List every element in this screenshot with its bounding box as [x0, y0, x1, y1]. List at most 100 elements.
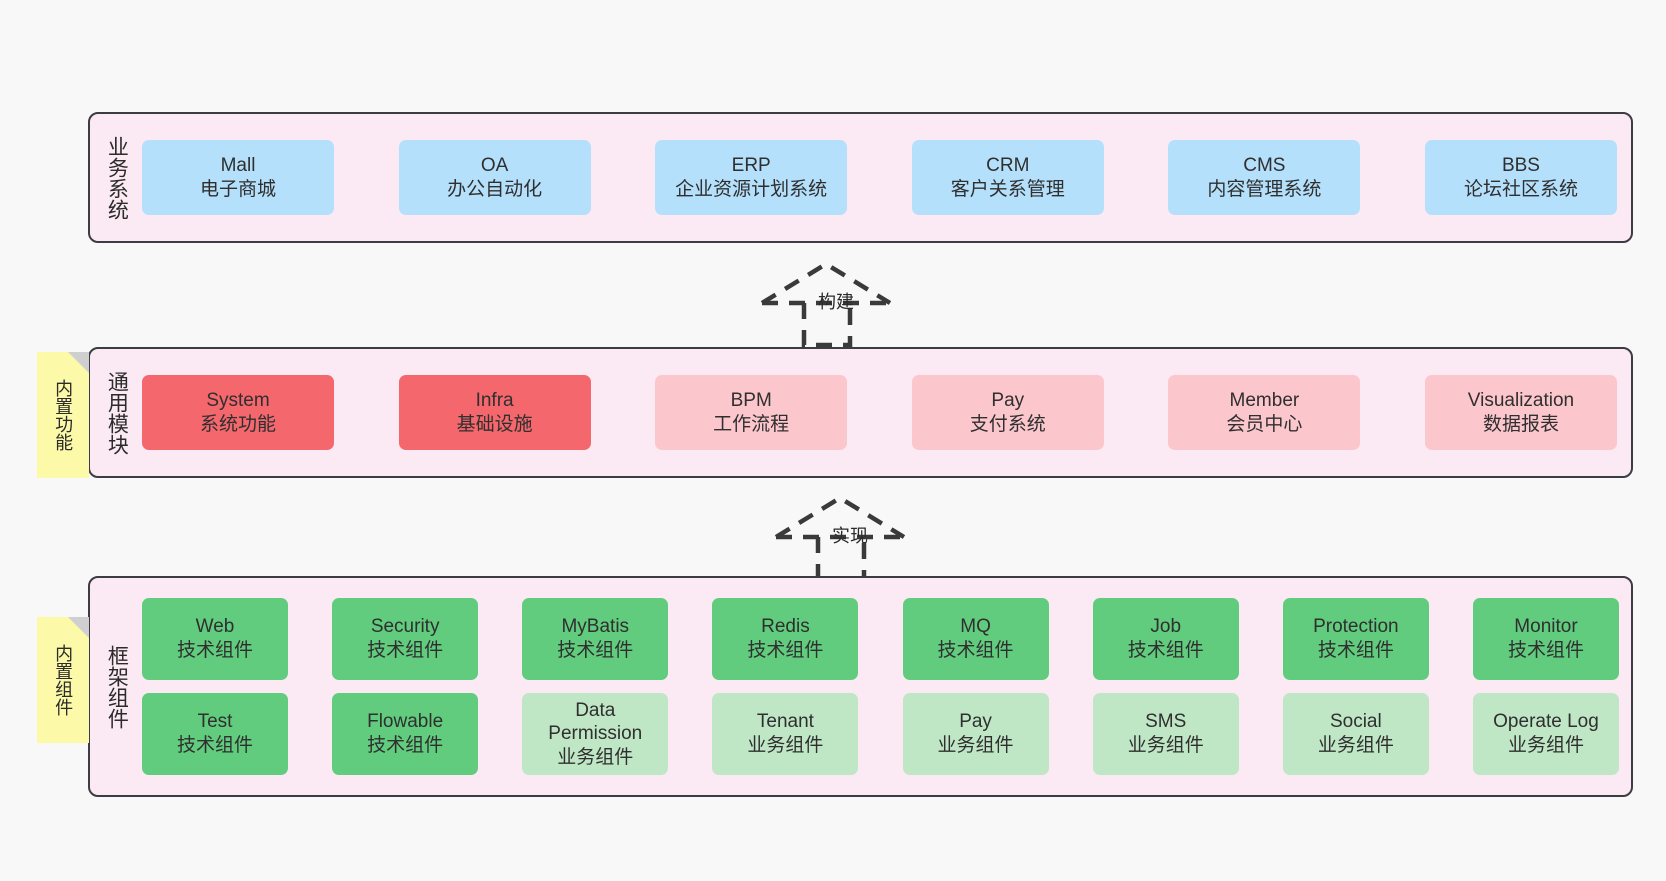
node-subtitle: 内容管理系统	[1207, 178, 1322, 200]
node-subtitle: 技术组件	[367, 735, 444, 756]
node-system[interactable]: System 系统功能	[142, 375, 334, 450]
generalization-arrow-icon	[760, 261, 892, 348]
node-title: Infra	[475, 389, 514, 411]
node-title: CRM	[986, 154, 1030, 176]
node-title: Protection	[1313, 616, 1399, 638]
node-title: Data Permission	[548, 699, 643, 745]
node-title: Web	[195, 616, 235, 638]
node-title: Redis	[761, 616, 810, 638]
node-subtitle: 业务组件	[747, 735, 824, 756]
node-subtitle: 技术组件	[937, 640, 1014, 661]
node-subtitle: 技术组件	[747, 640, 824, 661]
layer-framework-components[interactable]: 框架组件 Web 技术组件 Security 技术组件 MyBatis 技术组件…	[88, 576, 1633, 797]
node-title: ERP	[731, 154, 771, 176]
node-subtitle: 论坛社区系统	[1463, 178, 1578, 200]
page-fold-icon	[68, 617, 89, 638]
node-operate-log[interactable]: Operate Log 业务组件	[1472, 693, 1619, 775]
sticky-note-builtin-function[interactable]: 内置功能	[37, 352, 89, 478]
node-subtitle: 技术组件	[367, 640, 444, 661]
node-web[interactable]: Web 技术组件	[142, 598, 288, 680]
node-cms[interactable]: CMS 内容管理系统	[1168, 140, 1361, 215]
node-mybatis[interactable]: MyBatis 技术组件	[522, 598, 669, 680]
node-infra[interactable]: Infra 基础设施	[398, 375, 591, 450]
node-title: Member	[1229, 389, 1300, 411]
layer-body-framework: Web 技术组件 Security 技术组件 MyBatis 技术组件 Redi…	[142, 578, 1631, 795]
node-subtitle: 客户关系管理	[950, 178, 1065, 200]
layer-row: Mall 电子商城 OA 办公自动化 ERP 企业资源计划系统 CRM 客户关系…	[142, 140, 1617, 215]
connector-implement: 实现	[772, 492, 922, 582]
node-subtitle: 数据报表	[1482, 413, 1559, 435]
node-title: Pay	[991, 389, 1025, 411]
layer-label-business: 业务系统	[105, 135, 129, 220]
connector-implement-label: 实现	[832, 526, 868, 546]
node-title: Tenant	[756, 711, 814, 733]
node-flowable[interactable]: Flowable 技术组件	[332, 693, 479, 775]
node-sms[interactable]: SMS 业务组件	[1092, 693, 1239, 775]
node-tenant[interactable]: Tenant 业务组件	[712, 693, 859, 775]
node-subtitle: 系统功能	[199, 413, 276, 435]
node-subtitle: 会员中心	[1226, 413, 1303, 435]
node-test[interactable]: Test 技术组件	[142, 693, 288, 775]
layer-row: Web 技术组件 Security 技术组件 MyBatis 技术组件 Redi…	[142, 598, 1619, 680]
node-title: Test	[197, 711, 233, 733]
node-subtitle: 业务组件	[937, 735, 1014, 756]
node-title: System	[206, 389, 270, 411]
node-subtitle: 业务组件	[557, 746, 634, 768]
node-title: MyBatis	[561, 616, 630, 638]
node-redis[interactable]: Redis 技术组件	[712, 598, 859, 680]
node-subtitle: 业务组件	[1317, 735, 1394, 756]
node-data-permission[interactable]: Data Permission 业务组件	[522, 693, 669, 775]
connector-build: 构建	[758, 258, 908, 348]
node-subtitle: 办公自动化	[447, 178, 543, 200]
node-title: SMS	[1145, 711, 1187, 733]
layer-row: System 系统功能 Infra 基础设施 BPM 工作流程 Pay 支付系统…	[142, 375, 1617, 450]
node-title: Security	[370, 616, 440, 638]
node-title: Monitor	[1514, 616, 1578, 638]
layer-row: Test 技术组件 Flowable 技术组件 Data Permission …	[142, 693, 1619, 775]
node-subtitle: 技术组件	[557, 640, 634, 661]
node-bpm[interactable]: BPM 工作流程	[655, 375, 848, 450]
sticky-note-builtin-component[interactable]: 内置组件	[37, 617, 89, 743]
node-subtitle: 业务组件	[1127, 735, 1204, 756]
node-title: BPM	[730, 389, 772, 411]
node-subtitle: 基础设施	[456, 413, 533, 435]
node-title: Social	[1329, 711, 1382, 733]
node-erp[interactable]: ERP 企业资源计划系统	[655, 140, 848, 215]
node-subtitle: 技术组件	[1127, 640, 1204, 661]
node-subtitle: 技术组件	[1317, 640, 1394, 661]
layer-label-common: 通用模块	[105, 370, 129, 455]
node-social[interactable]: Social 业务组件	[1282, 693, 1429, 775]
node-member[interactable]: Member 会员中心	[1168, 375, 1361, 450]
node-title: MQ	[960, 616, 991, 638]
node-title: Mall	[220, 154, 256, 176]
layer-business-systems[interactable]: 业务系统 Mall 电子商城 OA 办公自动化 ERP 企业资源计划系统 CRM…	[88, 112, 1633, 243]
node-title: Pay	[959, 711, 992, 733]
node-title: CMS	[1243, 154, 1286, 176]
node-pay-component[interactable]: Pay 业务组件	[902, 693, 1049, 775]
node-security[interactable]: Security 技术组件	[332, 598, 479, 680]
node-subtitle: 企业资源计划系统	[675, 178, 828, 200]
node-title: OA	[480, 154, 509, 176]
node-title: Flowable	[367, 711, 444, 733]
node-protection[interactable]: Protection 技术组件	[1282, 598, 1429, 680]
layer-common-modules[interactable]: 通用模块 System 系统功能 Infra 基础设施 BPM 工作流程 Pay…	[88, 347, 1633, 478]
node-subtitle: 工作流程	[713, 413, 790, 435]
node-oa[interactable]: OA 办公自动化	[398, 140, 591, 215]
sticky-note-label: 内置组件	[53, 644, 74, 716]
node-mq[interactable]: MQ 技术组件	[902, 598, 1049, 680]
node-mall[interactable]: Mall 电子商城	[142, 140, 334, 215]
node-subtitle: 技术组件	[1507, 640, 1584, 661]
node-job[interactable]: Job 技术组件	[1092, 598, 1239, 680]
node-crm[interactable]: CRM 客户关系管理	[911, 140, 1104, 215]
node-pay-module[interactable]: Pay 支付系统	[911, 375, 1104, 450]
node-subtitle: 支付系统	[969, 413, 1046, 435]
node-bbs[interactable]: BBS 论坛社区系统	[1424, 140, 1617, 215]
node-title: Visualization	[1467, 389, 1575, 411]
node-subtitle: 电子商城	[199, 178, 276, 200]
node-monitor[interactable]: Monitor 技术组件	[1472, 598, 1619, 680]
node-subtitle: 业务组件	[1507, 735, 1584, 756]
layer-body-business: Mall 电子商城 OA 办公自动化 ERP 企业资源计划系统 CRM 客户关系…	[142, 114, 1631, 241]
node-visualization[interactable]: Visualization 数据报表	[1424, 375, 1617, 450]
sticky-note-label: 内置功能	[53, 379, 74, 451]
